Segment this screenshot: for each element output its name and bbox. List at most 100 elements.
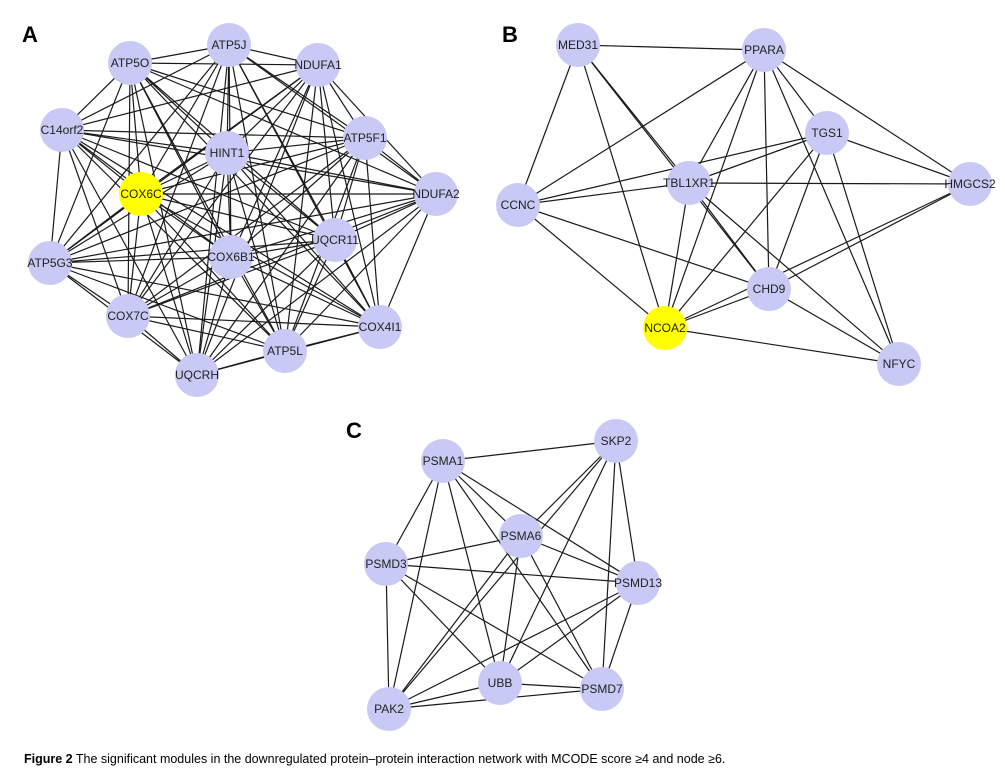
edge-tbl1xr1-ccnc — [517, 182, 690, 206]
node-ppara[interactable]: PPARA — [742, 28, 786, 72]
node-circle — [343, 116, 387, 160]
edge-atp5f1-hint1 — [226, 137, 366, 154]
node-ccnc[interactable]: CCNC — [496, 183, 540, 227]
node-cox6b1[interactable]: COX6B1 — [207, 235, 255, 279]
edge-ndufa1-atp5g3 — [49, 64, 319, 264]
node-tbl1xr1[interactable]: TBL1XR1 — [663, 161, 715, 205]
edge-atp5f1-cox4i1 — [364, 137, 381, 328]
node-hint1[interactable]: HINT1 — [205, 131, 249, 175]
node-cox7c[interactable]: COX7C — [106, 294, 150, 338]
node-ndufa1[interactable]: NDUFA1 — [294, 43, 342, 87]
node-label: SKP2 — [601, 434, 632, 448]
node-label: MED31 — [558, 38, 598, 52]
edge-ndufa1-c14orf2 — [61, 64, 319, 131]
edge-atp5f1-cox6c — [140, 137, 366, 195]
node-cox4i1[interactable]: COX4I1 — [358, 305, 402, 349]
node-uqcr11[interactable]: UQCR11 — [311, 218, 359, 262]
node-psma6[interactable]: PSMA6 — [499, 514, 543, 558]
edge-psma1-psmd7 — [442, 460, 603, 690]
edge-tgs1-chd9 — [768, 132, 828, 290]
edge-ppara-ccnc — [517, 49, 765, 206]
edge-psmd13-pak2 — [388, 582, 639, 710]
edge-skp2-psmd13 — [615, 440, 639, 584]
edge-c14orf2-atp5g3 — [49, 129, 63, 264]
edge-med31-chd9 — [577, 44, 770, 290]
node-pak2[interactable]: PAK2 — [367, 687, 411, 731]
node-label: PPARA — [744, 43, 784, 57]
edge-ndufa1-cox4i1 — [317, 64, 381, 328]
node-ncoa2[interactable]: NCOA2 — [643, 306, 687, 350]
node-psmd13[interactable]: PSMD13 — [614, 561, 662, 605]
edge-ppara-hmgcs2 — [763, 49, 971, 185]
node-circle — [209, 235, 253, 279]
node-label: PAK2 — [374, 702, 404, 716]
node-atp5g3[interactable]: ATP5G3 — [27, 241, 73, 285]
node-label: ATP5J — [211, 38, 246, 52]
node-label: HINT1 — [210, 146, 245, 160]
edge-psma1-skp2 — [442, 440, 617, 462]
node-nfyc[interactable]: NFYC — [877, 342, 921, 386]
node-cox6c[interactable]: COX6C — [119, 172, 163, 216]
node-circle — [28, 241, 72, 285]
edge-skp2-pak2 — [388, 440, 617, 710]
node-psmd7[interactable]: PSMD7 — [580, 667, 624, 711]
edge-atp5j-cox6c — [140, 44, 230, 195]
node-chd9[interactable]: CHD9 — [747, 267, 791, 311]
edge-atp5g3-cox6b1 — [49, 256, 232, 264]
node-circle — [296, 43, 340, 87]
node-hmgcs2[interactable]: HMGCS2 — [944, 162, 996, 206]
edge-atp5j-c14orf2 — [61, 44, 230, 131]
panel-c-label: C — [346, 418, 362, 443]
node-label: PSMD3 — [365, 557, 407, 571]
node-circle — [358, 305, 402, 349]
node-circle — [594, 419, 638, 463]
edge-c14orf2-uqcr11 — [61, 129, 336, 241]
edge-psma6-pak2 — [388, 535, 522, 710]
edge-med31-ppara — [577, 44, 765, 51]
node-ubb[interactable]: UBB — [478, 661, 522, 705]
edge-psma1-psmd13 — [442, 460, 639, 584]
edge-skp2-psmd7 — [601, 440, 617, 690]
node-label: HMGCS2 — [944, 177, 996, 191]
edge-ndufa2-cox4i1 — [379, 193, 437, 328]
edge-hmgcs2-ncoa2 — [664, 183, 971, 329]
edge-cox6c-uqcr11 — [140, 193, 336, 241]
node-atp5f1[interactable]: ATP5F1 — [343, 116, 387, 160]
edge-ndufa1-cox7c — [127, 64, 319, 317]
edge-atp5o-hint1 — [129, 62, 228, 154]
edge-cox6c-atp5l — [140, 193, 286, 352]
node-tgs1[interactable]: TGS1 — [805, 111, 849, 155]
node-skp2[interactable]: SKP2 — [594, 419, 638, 463]
node-circle — [499, 514, 543, 558]
node-label: CCNC — [501, 198, 536, 212]
edge-tgs1-nfyc — [826, 132, 900, 365]
edge-hint1-cox4i1 — [226, 152, 381, 328]
node-atp5j[interactable]: ATP5J — [207, 23, 251, 67]
node-ndufa2[interactable]: NDUFA2 — [412, 172, 460, 216]
node-circle — [207, 23, 251, 67]
node-label: TBL1XR1 — [663, 176, 715, 190]
node-uqcrh[interactable]: UQCRH — [175, 353, 219, 397]
node-atp5o[interactable]: ATP5O — [108, 41, 152, 85]
node-psmd3[interactable]: PSMD3 — [364, 542, 408, 586]
edge-uqcr11-atp5g3 — [49, 239, 336, 264]
edge-psmd13-ubb — [499, 582, 639, 684]
edge-cox7c-cox4i1 — [127, 315, 381, 328]
edge-atp5o-ndufa2 — [129, 62, 437, 195]
node-label: PSMD13 — [614, 576, 662, 590]
node-circle — [367, 687, 411, 731]
node-circle — [119, 172, 163, 216]
node-circle — [496, 183, 540, 227]
edge-atp5j-atp5g3 — [49, 44, 230, 264]
node-c14orf2[interactable]: C14orf2 — [40, 108, 84, 152]
edge-cox7c-atp5l — [127, 315, 286, 352]
figure-label: Figure 2 — [24, 752, 73, 766]
node-med31[interactable]: MED31 — [556, 23, 600, 67]
node-atp5l[interactable]: ATP5L — [263, 329, 307, 373]
node-psma1[interactable]: PSMA1 — [421, 439, 465, 483]
edge-ppara-nfyc — [763, 49, 900, 365]
node-label: NDUFA1 — [294, 58, 342, 72]
